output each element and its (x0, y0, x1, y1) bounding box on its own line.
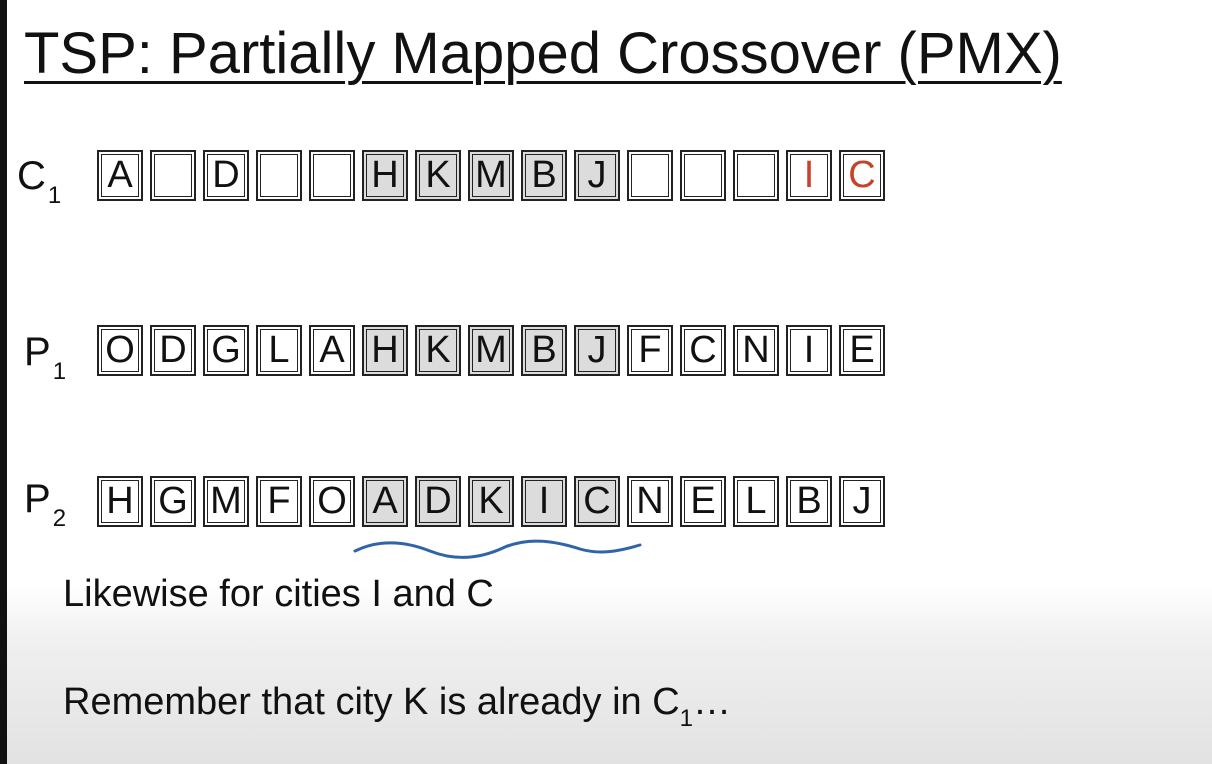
p2-cell: G (150, 476, 196, 527)
p2-cell: D (415, 476, 461, 527)
c1-cell: H (362, 150, 408, 201)
p2-cell: C (574, 476, 620, 527)
handdrawn-underline (353, 539, 642, 559)
row-label-p1-letter: P (24, 330, 51, 374)
p1-cell: G (203, 325, 249, 376)
c1-cell: B (521, 150, 567, 201)
p2-cell: L (733, 476, 779, 527)
caption-likewise: Likewise for cities I and C (63, 573, 494, 615)
p1-cell: F (627, 325, 673, 376)
p2-cell: O (309, 476, 355, 527)
left-edge-bar (0, 0, 7, 764)
p1-cell: B (521, 325, 567, 376)
c1-cell: K (415, 150, 461, 201)
c1-cell: D (203, 150, 249, 201)
slide-title: TSP: Partially Mapped Crossover (PMX) (24, 21, 1062, 86)
p1-cell: K (415, 325, 461, 376)
row-label-c1-sub: 1 (47, 182, 62, 209)
p2-cell: E (680, 476, 726, 527)
row-label-c1: C1 (17, 154, 61, 209)
row-label-p2-sub: 2 (52, 505, 67, 532)
p2-cell: K (468, 476, 514, 527)
p1-cell: O (97, 325, 143, 376)
p1-cell: C (680, 325, 726, 376)
c1-cell: I (786, 150, 832, 201)
underline-stroke (353, 539, 642, 559)
c1-cell (150, 150, 196, 201)
p1-cell: H (362, 325, 408, 376)
c1-cell (733, 150, 779, 201)
c1-cell (256, 150, 302, 201)
p2-cell: B (786, 476, 832, 527)
row-label-p1: P1 (24, 330, 66, 385)
row-label-p2-letter: P (24, 477, 51, 521)
p1-cell: J (574, 325, 620, 376)
p2-cell: A (362, 476, 408, 527)
p2-cell: J (839, 476, 885, 527)
row-label-p2: P2 (24, 477, 66, 532)
p1-cell: I (786, 325, 832, 376)
p2-cell: I (521, 476, 567, 527)
p2-cell: M (203, 476, 249, 527)
c1-cell: A (97, 150, 143, 201)
caption-remember-end: … (693, 681, 732, 723)
c1-cell (680, 150, 726, 201)
p1-cell: E (839, 325, 885, 376)
c1-cell: C (839, 150, 885, 201)
p2-cell: F (256, 476, 302, 527)
c1-cell (627, 150, 673, 201)
row-label-c1-letter: C (17, 154, 46, 198)
p1-cell: A (309, 325, 355, 376)
row-label-p1-sub: 1 (52, 358, 67, 385)
caption-remember: Remember that city K is already in C1… (63, 680, 732, 732)
caption-remember-sub: 1 (679, 705, 694, 732)
p1-cell: M (468, 325, 514, 376)
c1-cell (309, 150, 355, 201)
p2-cell: H (97, 476, 143, 527)
caption-remember-main: Remember that city K is already in C (63, 681, 680, 723)
p1-cell: N (733, 325, 779, 376)
p2-cell: N (627, 476, 673, 527)
c1-cell: J (574, 150, 620, 201)
c1-cell: M (468, 150, 514, 201)
p1-cell: D (150, 325, 196, 376)
p1-cell: L (256, 325, 302, 376)
